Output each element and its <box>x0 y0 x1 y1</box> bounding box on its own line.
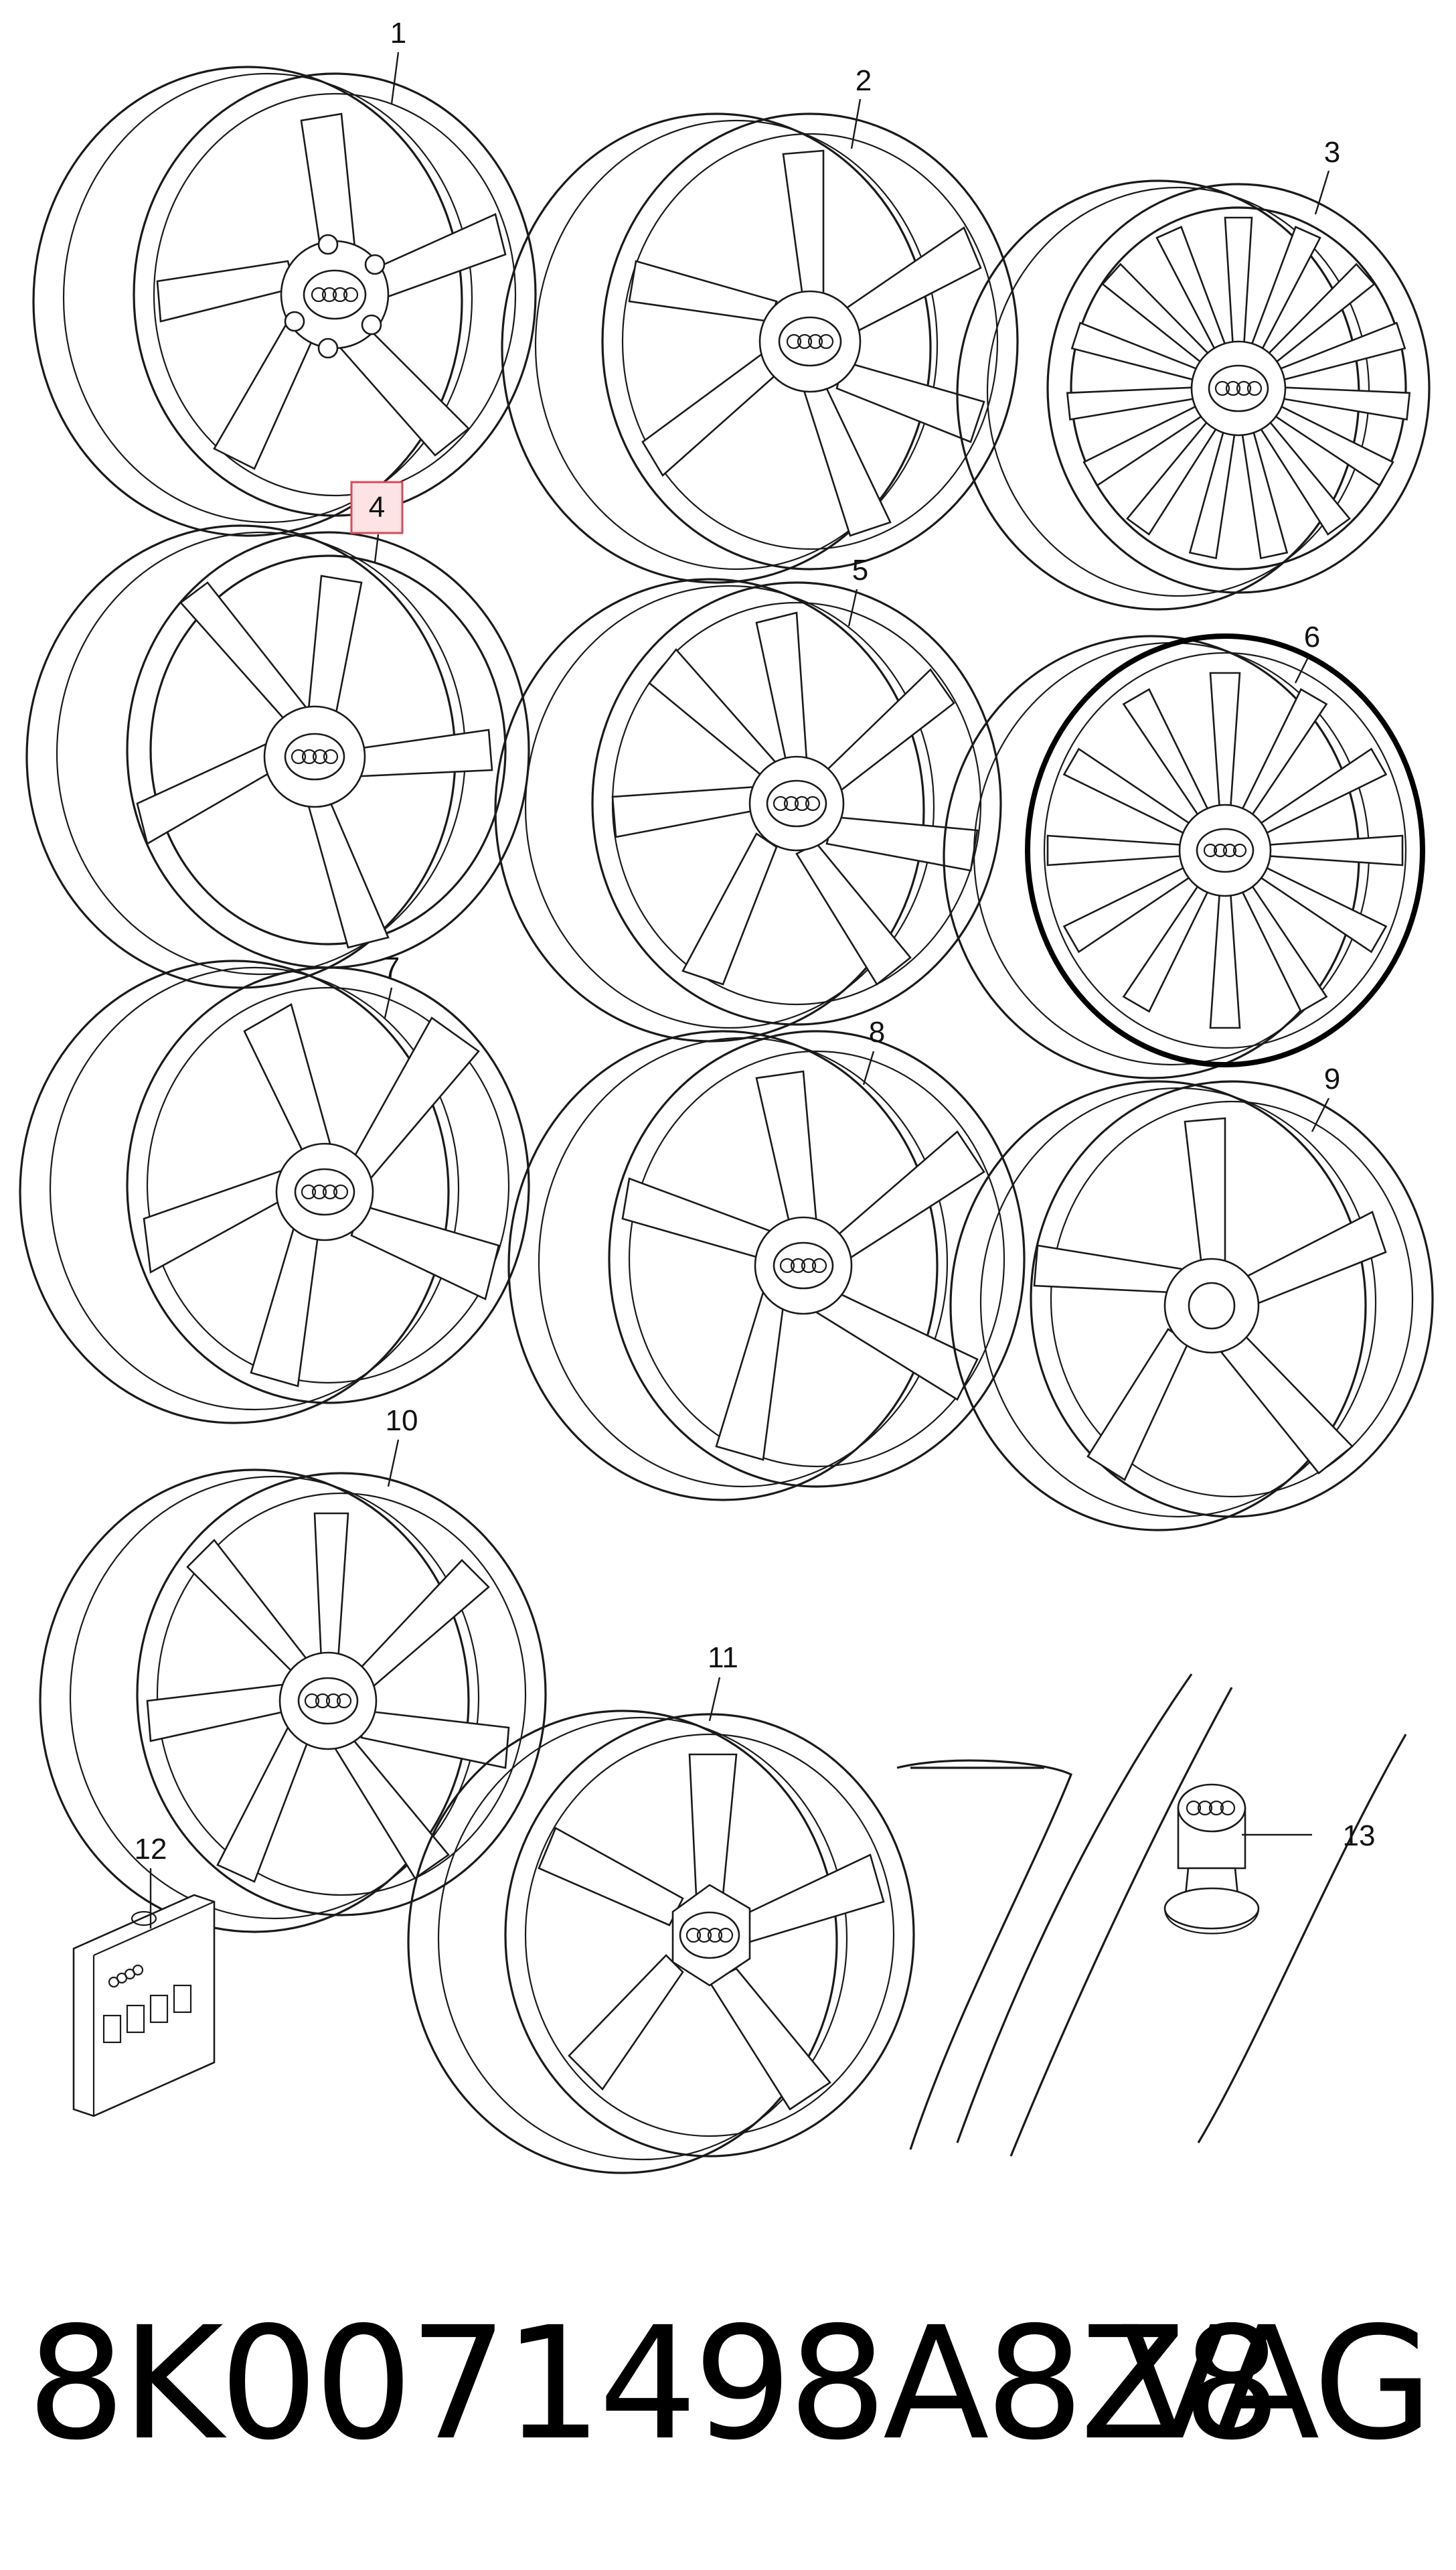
valve-detail <box>896 1673 1407 2157</box>
wheel-5 <box>494 578 1002 1043</box>
callout-4-highlight <box>350 481 404 534</box>
wheel-6 <box>943 633 1425 1079</box>
callout-numbers: 1 2 3 4 5 6 7 8 9 10 11 12 13 <box>135 17 1376 1866</box>
callout-4: 4 <box>369 491 385 524</box>
valve-cap-icon <box>1163 1783 1260 1935</box>
callout-9: 9 <box>1324 1063 1340 1095</box>
wheel-10 <box>39 1468 547 1933</box>
callout-10: 10 <box>386 1404 418 1437</box>
brand-label: VAG <box>1121 2293 1433 2474</box>
callout-3: 3 <box>1324 136 1340 169</box>
wheel-3 <box>956 179 1431 611</box>
wheel-9 <box>949 1080 1434 1531</box>
four-rings-logo-icon <box>773 796 821 812</box>
wheel-4 <box>25 524 530 989</box>
callout-7: 7 <box>384 952 400 984</box>
wheel-11 <box>407 1710 915 2174</box>
wheel-1 <box>32 66 537 537</box>
four-rings-logo-icon <box>786 333 834 350</box>
four-rings-logo-icon <box>685 1927 734 1943</box>
four-rings-logo-icon <box>291 749 339 765</box>
callout-13: 13 <box>1343 1819 1376 1852</box>
four-rings-logo-icon <box>304 1693 352 1709</box>
four-rings-logo-icon <box>1214 380 1263 396</box>
four-rings-logo-icon <box>779 1258 827 1274</box>
decal-pack-icon <box>72 1894 216 2117</box>
callout-6: 6 <box>1304 621 1320 654</box>
callout-8: 8 <box>869 1016 885 1049</box>
part-number: 8K0071498A8Z8 <box>27 2293 1281 2474</box>
four-rings-logo-icon <box>311 287 359 303</box>
wheel-8 <box>507 1030 1026 1501</box>
callout-5: 5 <box>852 554 868 587</box>
callout-11: 11 <box>708 1641 738 1674</box>
callout-1: 1 <box>390 17 406 50</box>
four-rings-logo-icon <box>301 1184 349 1200</box>
wheel-2 <box>501 112 1019 584</box>
callout-12: 12 <box>135 1833 167 1866</box>
callout-2: 2 <box>856 64 872 97</box>
wheel-7 <box>19 960 530 1424</box>
four-rings-logo-icon <box>1203 843 1247 858</box>
four-rings-logo-icon <box>1186 1800 1236 1816</box>
callout-leaders <box>149 52 1330 1929</box>
